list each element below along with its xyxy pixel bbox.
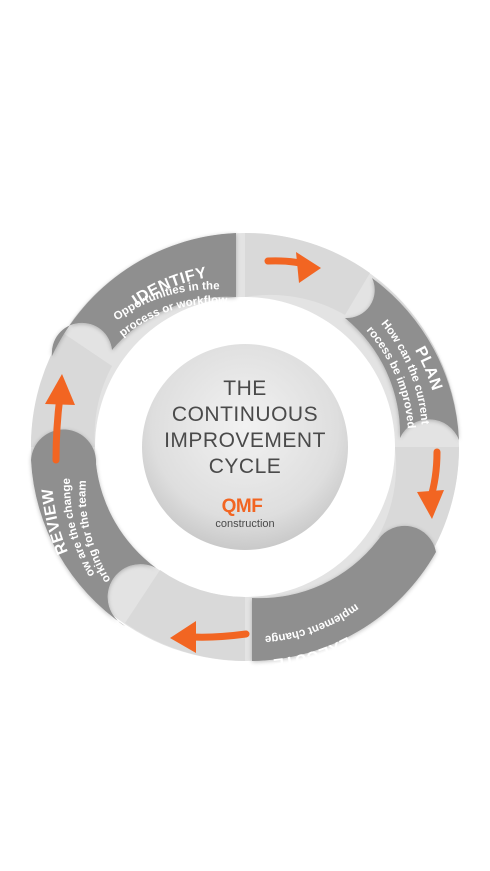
center-title-line-3: IMPROVEMENT <box>164 429 326 452</box>
segment-execute <box>252 525 436 661</box>
center-title-line-4: CYCLE <box>209 455 282 478</box>
segment-identify <box>51 233 237 356</box>
arrow-plan-to-execute <box>417 448 444 519</box>
connector-review-identify <box>30 333 113 447</box>
logo-brand: QMF <box>222 496 263 517</box>
logo-sub: construction <box>215 518 274 530</box>
center-title-line-1: THE <box>223 377 267 400</box>
qmf-logo: QMF construction <box>215 496 274 530</box>
arrow-identify-to-plan <box>264 252 321 283</box>
segment-review <box>31 429 156 626</box>
arrow-review-to-identify <box>45 374 75 464</box>
center-circle <box>142 344 348 550</box>
segment-plan <box>345 278 459 440</box>
center-title-line-2: CONTINUOUS <box>172 403 318 426</box>
arrow-execute-to-review <box>170 621 250 653</box>
